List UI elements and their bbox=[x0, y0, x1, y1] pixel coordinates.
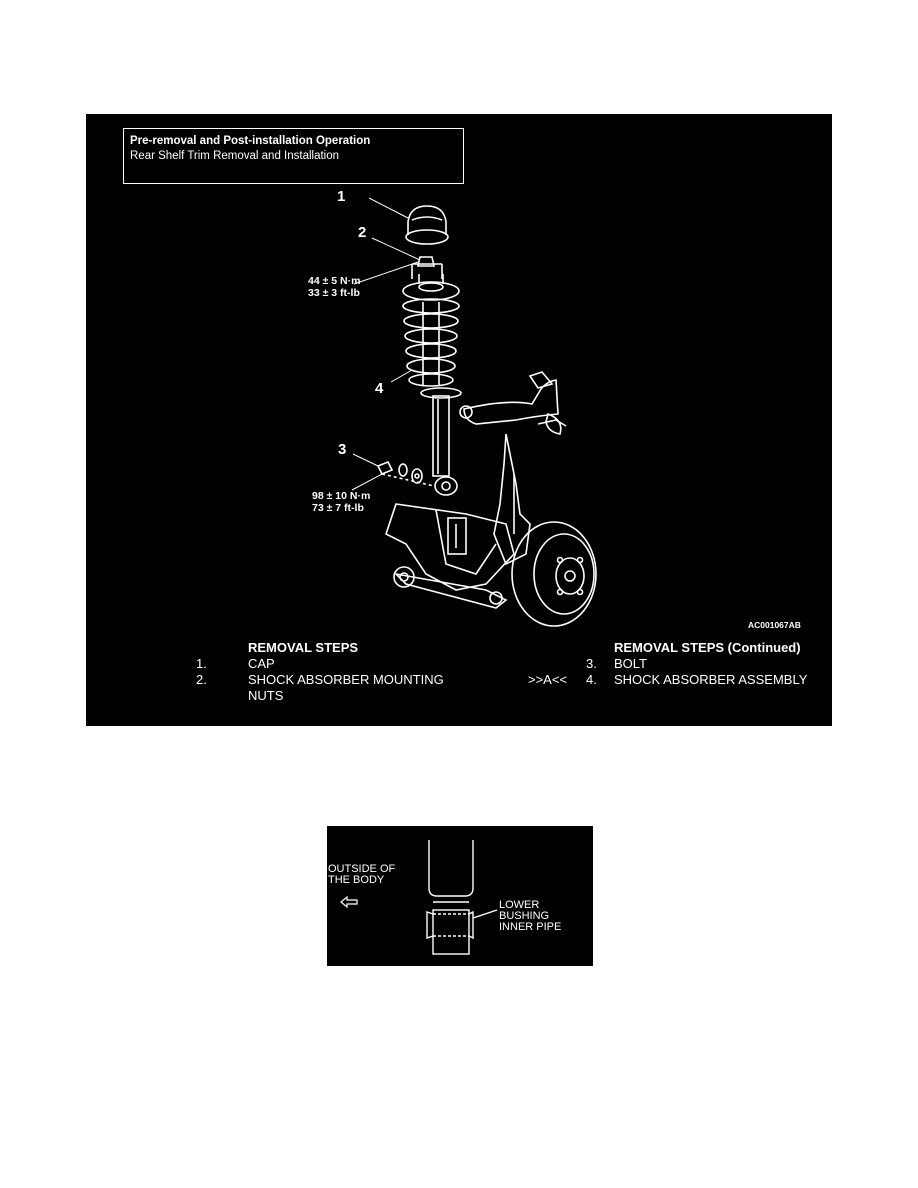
callout-3: 3 bbox=[338, 441, 347, 458]
leader-lines bbox=[351, 197, 421, 491]
lower-bushing-inner-pipe-label: LOWER BUSHING INNER PIPE bbox=[499, 899, 562, 933]
suspension-exploded-view bbox=[351, 197, 597, 627]
list-item: 2. SHOCK ABSORBER MOUNTING bbox=[196, 672, 444, 687]
left-arrow-icon bbox=[340, 895, 358, 909]
header-subtitle: Rear Shelf Trim Removal and Installation bbox=[130, 150, 340, 162]
stabilizer-bar-part bbox=[459, 371, 567, 435]
removal-steps-list: REMOVAL STEPS 1. CAP 2. SHOCK ABSORBER M… bbox=[196, 640, 476, 704]
coil-spring-part bbox=[402, 298, 460, 387]
figure-code: AC001067AB bbox=[748, 620, 801, 630]
upper-mount-part bbox=[402, 274, 460, 301]
list-item: 3. BOLT bbox=[586, 656, 647, 671]
bushing-detail-figure: OUTSIDE OF THE BODY LOWER BUSHING INNER … bbox=[327, 826, 593, 966]
torque-upper-imperial: 33 ± 3 ft-lb bbox=[308, 287, 360, 299]
torque-lower-metric: 98 ± 10 N·m bbox=[312, 490, 371, 502]
torque-lower: 98 ± 10 N·m 73 ± 7 ft-lb bbox=[312, 490, 370, 514]
bushing-detail-drawing bbox=[340, 840, 498, 955]
removal-steps-continued-list: REMOVAL STEPS (Continued) 3. BOLT >>A<< … bbox=[528, 640, 828, 688]
callout-1: 1 bbox=[337, 188, 346, 205]
torque-lower-imperial: 73 ± 7 ft-lb bbox=[312, 502, 364, 514]
list-item: 1. CAP bbox=[196, 656, 275, 671]
header-title: Pre-removal and Post-installation Operat… bbox=[130, 135, 371, 147]
operation-header-box: Pre-removal and Post-installation Operat… bbox=[123, 128, 464, 184]
list-item: >>A<< 4. SHOCK ABSORBER ASSEMBLY bbox=[528, 672, 808, 687]
shock-absorber-body bbox=[420, 387, 462, 496]
outside-of-body-label: OUTSIDE OF THE BODY bbox=[328, 863, 396, 886]
torque-upper: 44 ± 5 N·m 33 ± 3 ft-lb bbox=[308, 275, 360, 299]
main-illustration-panel: Pre-removal and Post-installation Operat… bbox=[86, 114, 832, 726]
knuckle-part bbox=[493, 433, 531, 566]
brake-disc-part bbox=[511, 521, 597, 627]
torque-upper-metric: 44 ± 5 N·m bbox=[308, 275, 361, 287]
mounting-nut-part bbox=[411, 256, 443, 279]
cap-part bbox=[405, 205, 449, 245]
bolt-part bbox=[376, 460, 435, 487]
callout-4: 4 bbox=[375, 380, 384, 397]
lower-arm-part bbox=[385, 503, 515, 609]
removal-steps-continued-title: REMOVAL STEPS (Continued) bbox=[614, 640, 801, 655]
callout-2: 2 bbox=[358, 224, 367, 241]
list-item: NUTS bbox=[248, 688, 284, 703]
removal-steps-title: REMOVAL STEPS bbox=[248, 640, 359, 655]
